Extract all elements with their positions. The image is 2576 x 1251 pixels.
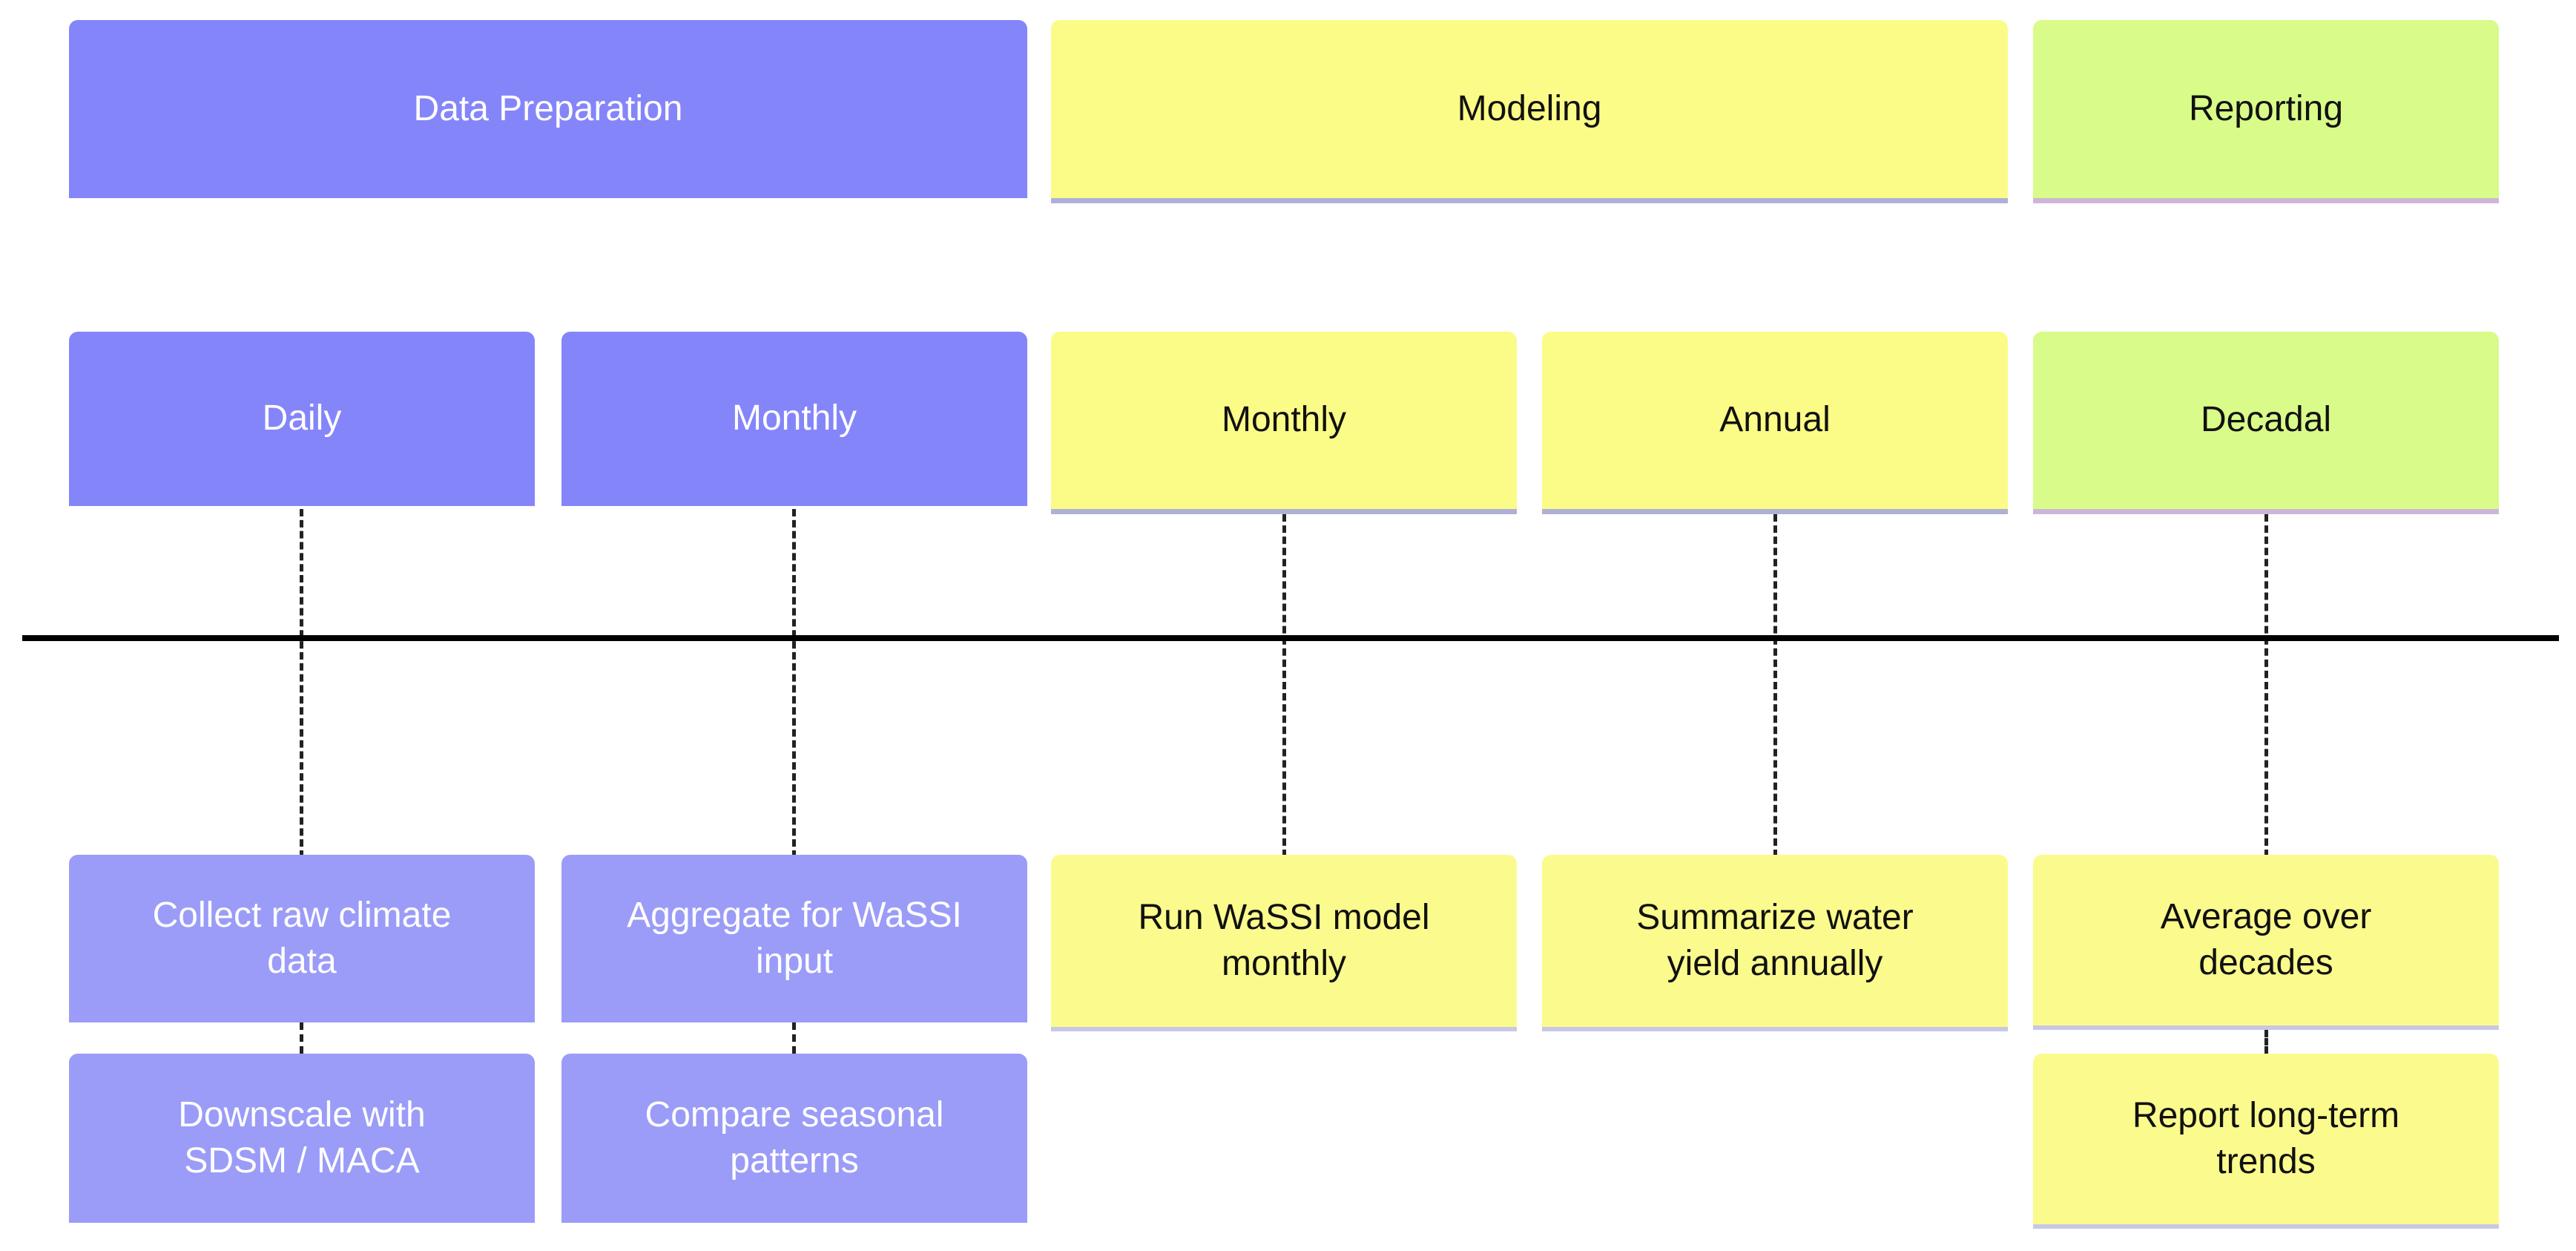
task-report: Report long-term trends — [2033, 1054, 2499, 1229]
period-daily: Daily — [69, 332, 535, 506]
period-monthly-model: Monthly — [1051, 332, 1517, 514]
period-annual-label: Annual — [1719, 400, 1831, 440]
phase-modeling: Modeling — [1051, 20, 2008, 203]
phase-reporting: Reporting — [2033, 20, 2499, 203]
phase-data-preparation-label: Data Preparation — [413, 88, 683, 128]
phase-reporting-label: Reporting — [2188, 88, 2344, 128]
task-compare-label: Compare seasonal patterns — [645, 1094, 944, 1181]
connector-monthly-prep-lower — [792, 1022, 796, 1054]
task-average-label: Average over decades — [2160, 896, 2372, 982]
task-report-label: Report long-term trends — [2132, 1095, 2400, 1181]
task-run-model-label: Run WaSSI model monthly — [1138, 897, 1430, 983]
period-monthly-model-label: Monthly — [1221, 400, 1347, 440]
connector-decadal-upper — [2264, 514, 2268, 857]
connector-monthly-prep-upper — [792, 509, 796, 858]
period-decadal-label: Decadal — [2200, 400, 2332, 440]
period-monthly-prep: Monthly — [561, 332, 1027, 506]
task-downscale: Downscale with SDSM / MACA — [69, 1054, 535, 1223]
period-daily-label: Daily — [262, 398, 342, 439]
task-collect: Collect raw climate data — [69, 855, 535, 1022]
connector-daily-lower — [300, 1022, 303, 1054]
task-downscale-label: Downscale with SDSM / MACA — [178, 1094, 426, 1181]
task-aggregate: Aggregate for WaSSI input — [561, 855, 1027, 1022]
connector-decadal-lower — [2264, 1030, 2268, 1054]
task-aggregate-label: Aggregate for WaSSI input — [627, 895, 962, 981]
period-decadal: Decadal — [2033, 332, 2499, 514]
task-collect-label: Collect raw climate data — [152, 895, 452, 981]
phase-modeling-label: Modeling — [1457, 88, 1602, 128]
connector-monthly-model-upper — [1282, 514, 1286, 857]
connector-daily-upper — [300, 509, 303, 858]
period-monthly-prep-label: Monthly — [731, 398, 857, 439]
timeline-axis — [22, 635, 2559, 641]
connector-annual-upper — [1773, 514, 1777, 857]
task-summarize: Summarize water yield annually — [1542, 855, 2008, 1031]
task-summarize-label: Summarize water yield annually — [1636, 897, 1914, 983]
task-run-model: Run WaSSI model monthly — [1051, 855, 1517, 1031]
task-compare: Compare seasonal patterns — [561, 1054, 1027, 1223]
phase-data-preparation: Data Preparation — [69, 20, 1027, 198]
task-average: Average over decades — [2033, 855, 2499, 1030]
period-annual: Annual — [1542, 332, 2008, 514]
